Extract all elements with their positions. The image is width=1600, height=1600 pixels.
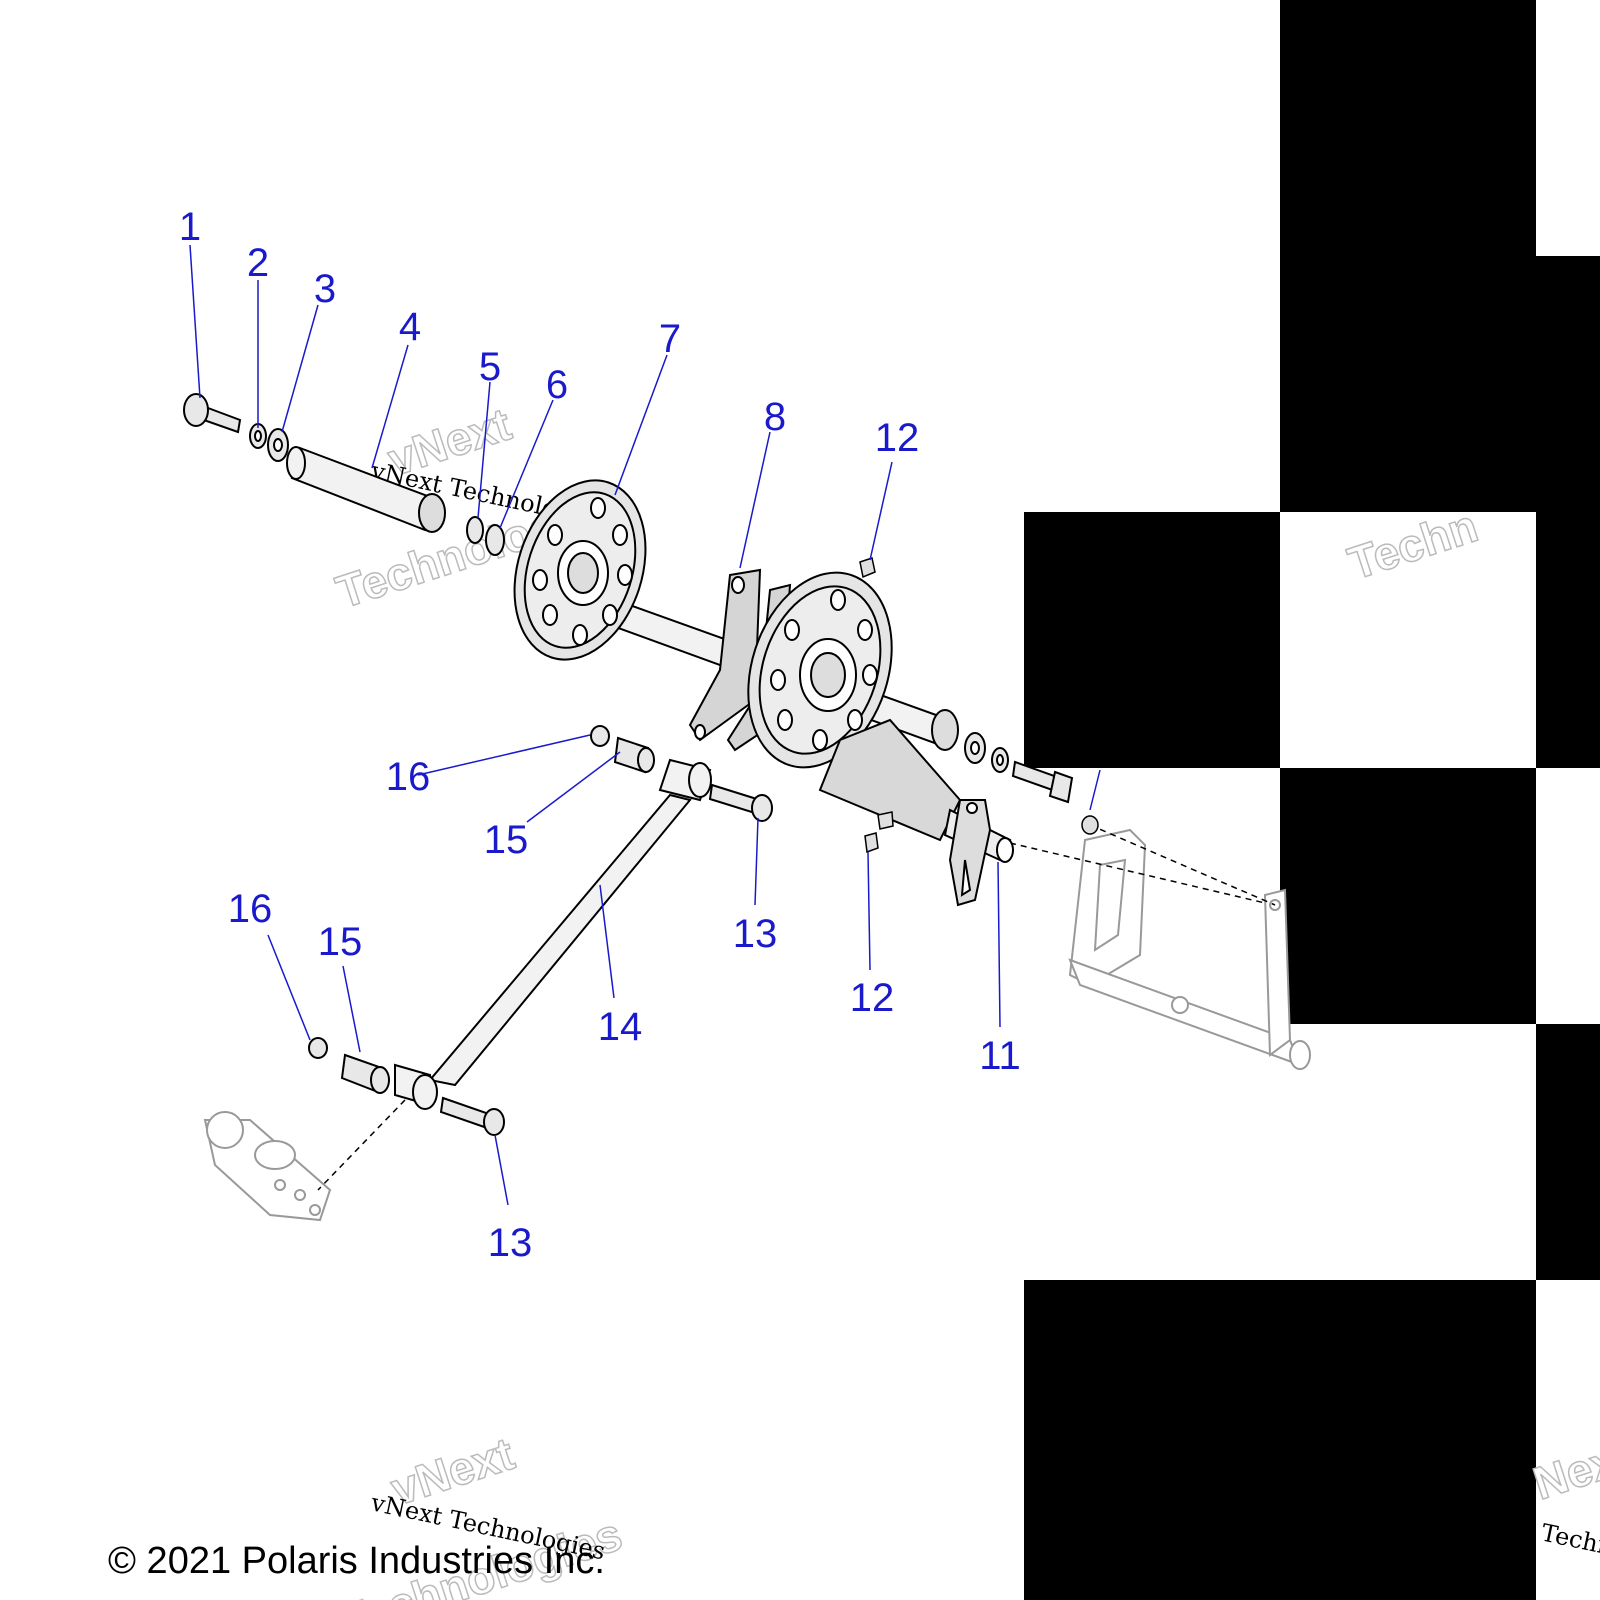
callout-labels: 1 2 3 4 5 6 7 8 12 16 15 13 14 12 11 16 … [179,205,1021,1265]
part-nut-16-bottom [308,1037,328,1059]
callout-2: 2 [247,241,269,285]
part-bolt-1 [183,393,242,434]
leader-lines [189,244,1101,1206]
callout-15-top: 15 [484,818,529,862]
part-bushing-15-bottom [340,1053,390,1094]
watermark-bottom-right-small: Techno [1539,1518,1600,1564]
callout-13-bottom: 13 [488,1221,533,1265]
callout-16-top: 16 [386,755,431,799]
callout-16-bottom: 16 [228,887,273,931]
callout-13-top: 13 [733,912,778,956]
copyright-text: © 2021 Polaris Industries Inc. [108,1540,605,1582]
callout-15-bottom: 15 [318,920,363,964]
part-spacer-5 [466,516,484,544]
callout-5: 5 [479,345,501,389]
part-link-14 [394,758,712,1110]
assembly-lines [317,824,1276,1191]
part-right-washers [964,732,1074,804]
callout-3: 3 [314,267,336,311]
part-bushing-15-top [613,736,655,774]
part-fitting-12-bottom [864,811,894,854]
part-nut-16-top [590,725,610,747]
part-tube-4 [286,446,446,533]
callout-11: 11 [979,1034,1021,1078]
checker-white-patches [1280,512,1600,1280]
part-wheel-7 [513,479,647,661]
part-spacer-6 [485,524,505,556]
callout-8: 8 [764,395,786,439]
part-wheel-second [747,571,893,769]
part-nut-frame [1081,815,1099,835]
part-bolt-13-bottom [439,1096,505,1136]
callout-1: 1 [179,205,201,249]
ghost-bracket [203,1111,332,1222]
part-bolt-13-top [708,783,773,822]
ghost-frame [1068,828,1311,1070]
part-fitting-12-top [859,557,876,579]
part-arm-11 [818,718,1014,907]
callout-4: 4 [399,305,421,349]
callout-6: 6 [546,363,568,407]
watermark-bottom-right-big: Next [1527,1429,1600,1509]
callout-12-bottom: 12 [850,976,895,1020]
checker-blocks [1024,0,1600,1600]
callout-12-top: 12 [875,416,920,460]
part-washer-3 [267,428,289,462]
callout-14: 14 [598,1005,643,1049]
callout-7: 7 [659,317,681,361]
